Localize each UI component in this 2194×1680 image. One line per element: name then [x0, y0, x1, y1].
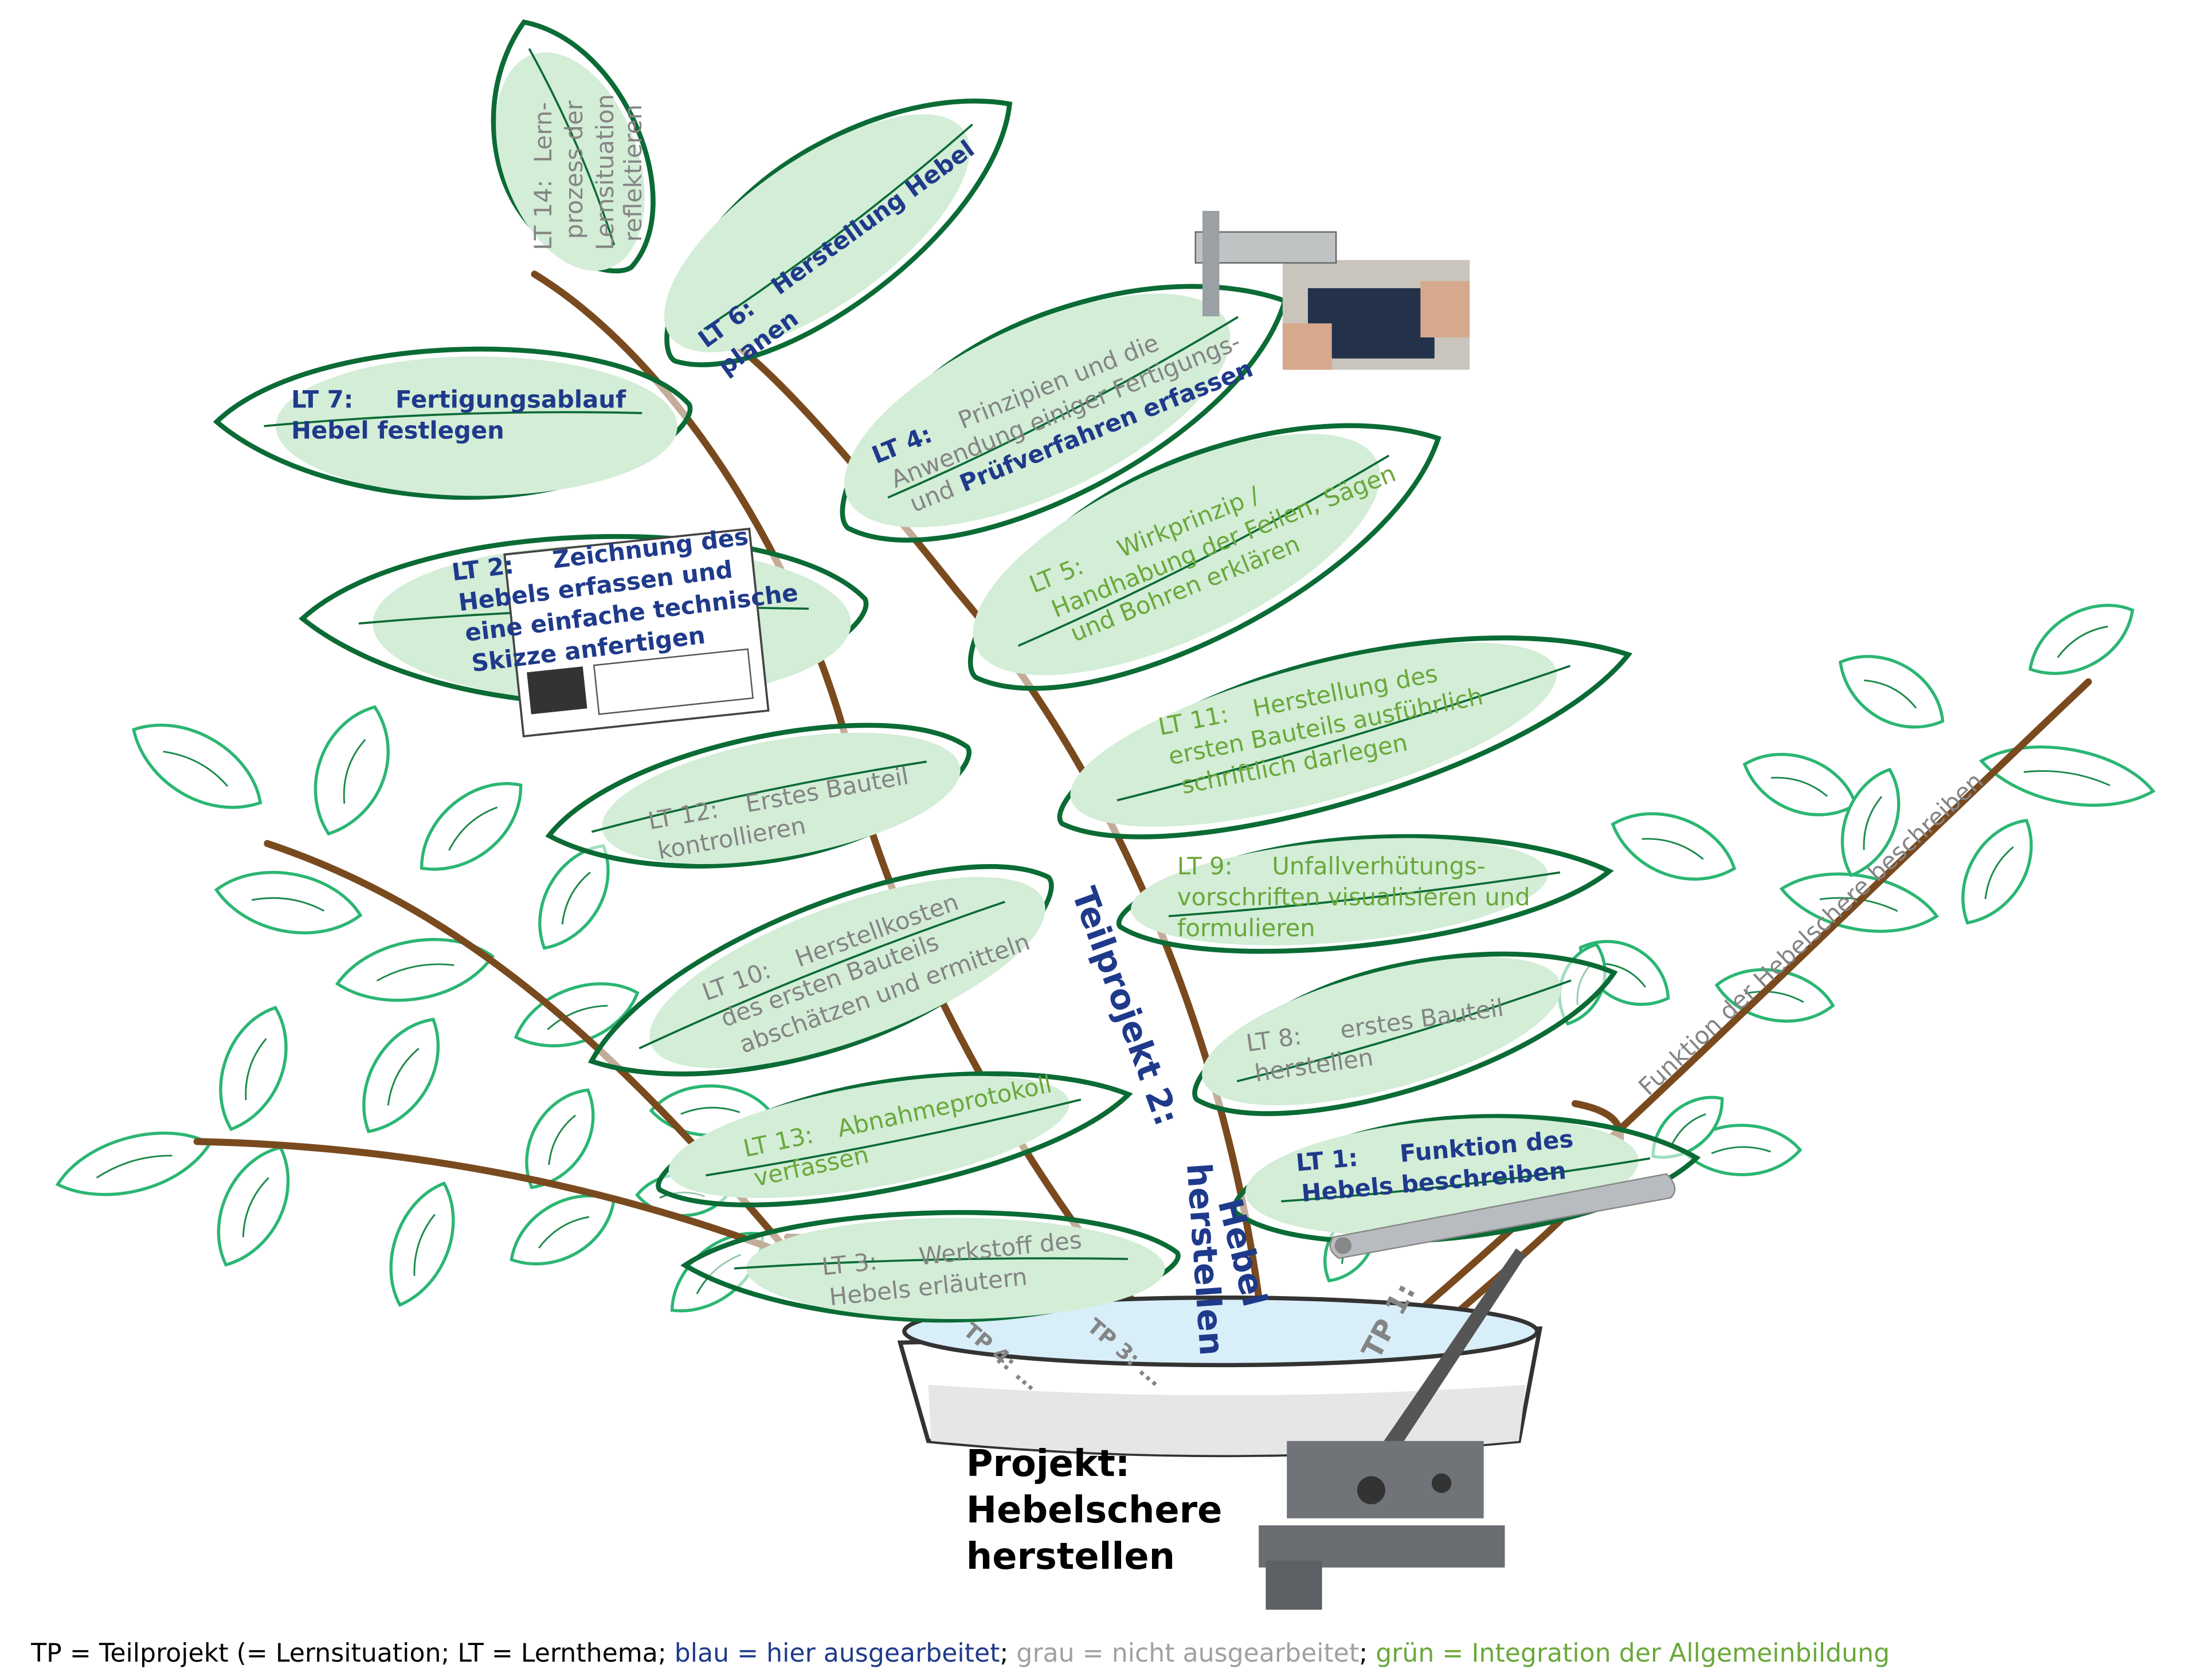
- small-leaf: [525, 1088, 595, 1190]
- lever-shear-image: [1259, 1248, 1526, 1610]
- small-leaf: [1611, 812, 1737, 881]
- small-leaf: [214, 870, 363, 935]
- tp1-branch-text: Funktion der Hebelschere beschreiben: [1633, 767, 1988, 1101]
- leaf-lt7: [213, 346, 693, 500]
- leaf-lt6: [664, 99, 1013, 367]
- small-leaf: [217, 1145, 290, 1267]
- small-leaf: [510, 1194, 616, 1266]
- lt7-text: LT 7:Fertigungsablauf Hebel festlegen: [291, 386, 634, 445]
- small-leaf: [335, 937, 495, 1002]
- caliper-photo: [1194, 211, 1470, 370]
- small-leaf: [1961, 819, 2033, 925]
- project-title-line2: Hebelschere: [966, 1489, 1223, 1532]
- small-leaf: [389, 1182, 455, 1307]
- small-leaf: [1978, 745, 2156, 807]
- lt-leaves: [213, 19, 1701, 1323]
- leaf-lt5: [968, 423, 1441, 691]
- small-leaf: [1680, 1124, 1803, 1176]
- small-leaf: [314, 705, 390, 836]
- technical-drawing: [503, 527, 770, 738]
- leaf-lt12: [545, 723, 971, 869]
- small-leaf: [1840, 767, 1901, 877]
- small-leaf: [1839, 655, 1945, 729]
- project-title: Projekt: Hebelschere herstellen: [966, 1443, 1223, 1578]
- lever-part-image: [1329, 1173, 1676, 1259]
- leaf-lt13: [656, 1071, 1133, 1208]
- leaf-lt9: [1116, 834, 1614, 954]
- leaf-lt8: [1192, 951, 1618, 1116]
- small-leaf: [219, 1006, 288, 1132]
- leaf-lt4: [840, 284, 1288, 543]
- lt14-text: LT 14:Lern- prozess der Lernsituation re…: [529, 87, 647, 250]
- small-leaf: [55, 1131, 212, 1196]
- leaf-lt10: [587, 864, 1054, 1077]
- leaf-lt3: [680, 1210, 1181, 1323]
- leaf-lt11: [1057, 635, 1633, 839]
- project-title-line1: Projekt:: [966, 1443, 1130, 1485]
- project-title-line3: herstellen: [966, 1536, 1175, 1578]
- small-leaf: [2028, 603, 2134, 675]
- small-leaf: [362, 1018, 440, 1133]
- leaf-lt14: [491, 19, 656, 274]
- decorative-leaves: [55, 603, 2156, 1313]
- small-leaf: [132, 723, 263, 809]
- lt9-text: LT 9:Unfallverhütungs- vorschriften visu…: [1177, 852, 1538, 942]
- legend: TP = Teilprojekt (= Lernsituation; LT = …: [30, 1639, 1890, 1668]
- small-leaf: [420, 782, 523, 871]
- flower-pot: [897, 1295, 1543, 1458]
